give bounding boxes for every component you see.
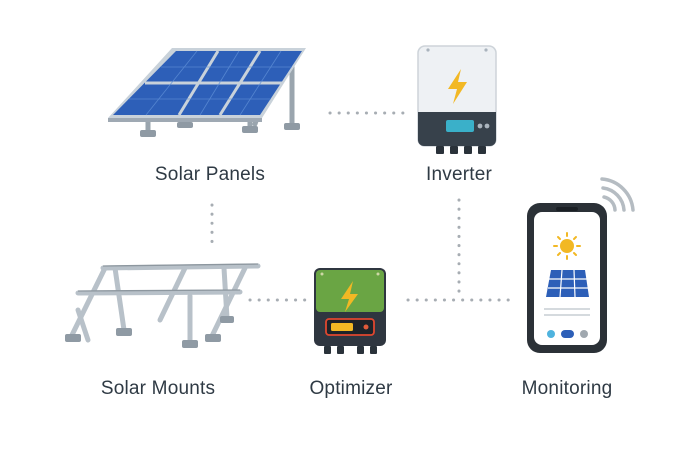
wifi-signal-icon [600, 177, 635, 212]
label-inverter: Inverter [425, 164, 493, 185]
label-solar-panels: Solar Panels [154, 164, 266, 185]
mount-rack-icon [65, 263, 261, 348]
mini-solar-panel-icon [546, 269, 589, 298]
label-monitoring: Monitoring [521, 378, 613, 399]
label-optimizer: Optimizer [309, 378, 393, 399]
solar-panel-icon [108, 48, 306, 137]
sun-icon [553, 232, 581, 260]
smartphone-icon [527, 177, 635, 353]
optimizer-icon [314, 268, 386, 354]
inverter-icon [417, 45, 497, 154]
label-solar-mounts: Solar Mounts [100, 378, 216, 399]
connectors [210, 111, 512, 302]
